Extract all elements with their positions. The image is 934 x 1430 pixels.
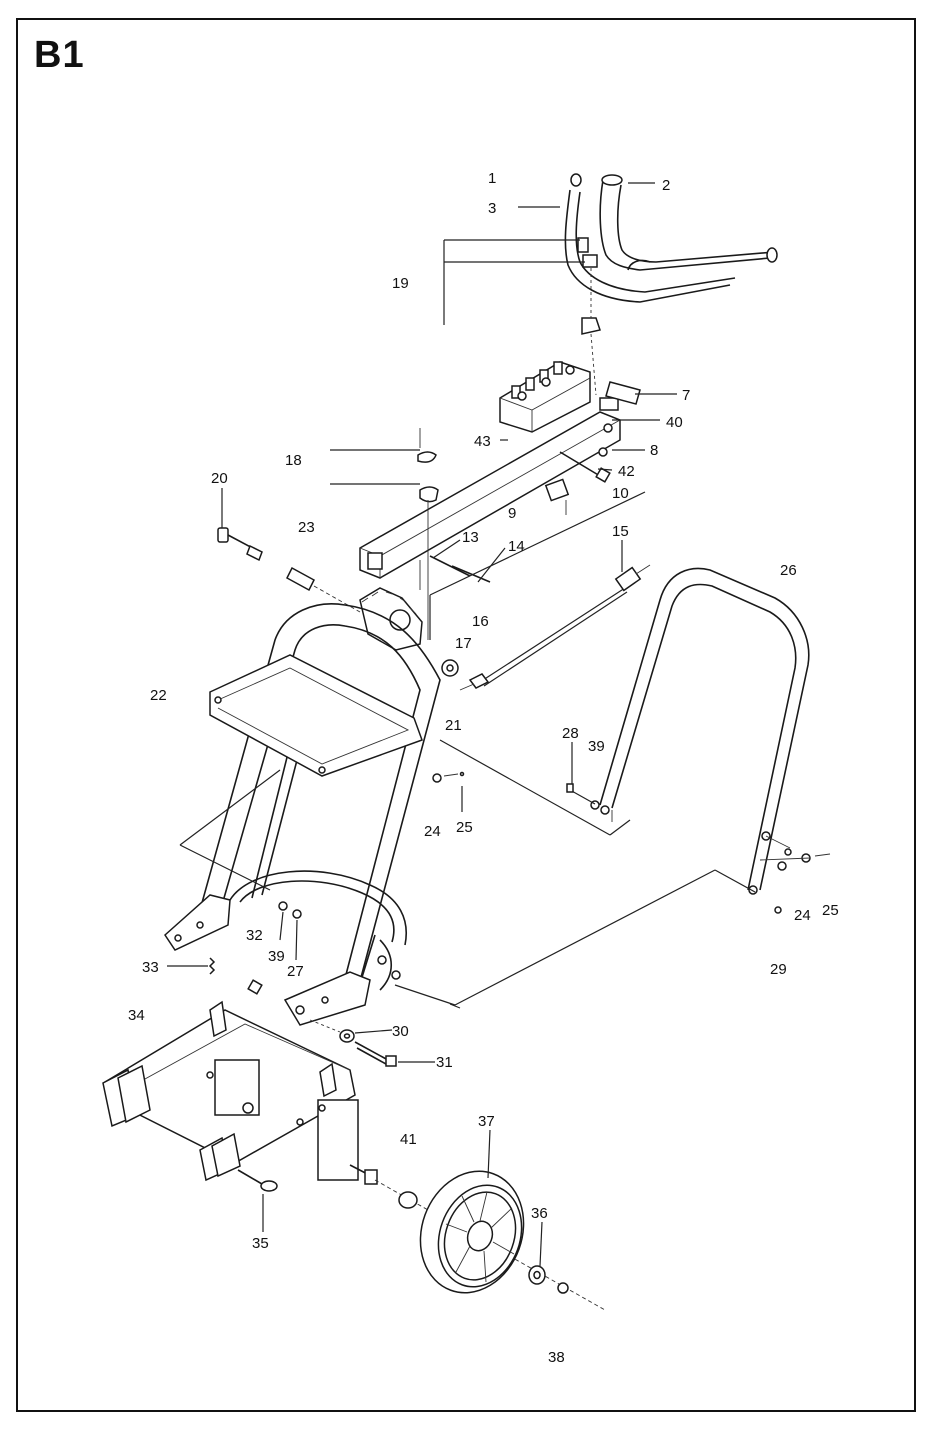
label-2: 2 (662, 177, 670, 194)
label-39-bottom: 39 (268, 948, 285, 965)
page-title: B1 (34, 34, 85, 76)
label-7: 7 (682, 387, 690, 404)
label-9: 9 (508, 505, 516, 522)
label-24-left: 24 (424, 823, 441, 840)
label-17: 17 (455, 635, 472, 652)
label-32: 32 (246, 927, 263, 944)
label-18: 18 (285, 452, 302, 469)
washer-36 (528, 1265, 569, 1294)
label-20: 20 (211, 470, 228, 487)
label-28: 28 (562, 725, 579, 742)
label-43: 43 (474, 433, 491, 450)
callout-labels: 1 2 3 19 7 40 43 8 18 42 20 10 9 23 13 1… (128, 170, 839, 1366)
label-13: 13 (462, 529, 479, 546)
label-36: 36 (531, 1205, 548, 1222)
label-16: 16 (472, 613, 489, 630)
label-3: 3 (488, 200, 496, 217)
bolt-20 (217, 527, 361, 613)
clip-parts (330, 428, 439, 640)
label-15: 15 (612, 523, 629, 540)
nut-21 (441, 659, 459, 677)
washers-24-25 (432, 771, 465, 783)
projection-lines (179, 491, 756, 1009)
label-14: 14 (508, 538, 525, 555)
diagram-frame (16, 18, 916, 1412)
label-37: 37 (478, 1113, 495, 1130)
axle-frame (102, 1000, 378, 1185)
label-27: 27 (287, 963, 304, 980)
label-41: 41 (400, 1131, 417, 1148)
label-39-top: 39 (588, 738, 605, 755)
label-24-right: 24 (794, 907, 811, 924)
label-40: 40 (666, 414, 683, 431)
leader-lines (167, 182, 677, 1267)
handle-clamp (577, 237, 601, 396)
wheel-37 (374, 1170, 606, 1311)
small-fasteners (208, 901, 302, 995)
label-38: 38 (548, 1349, 565, 1366)
label-8: 8 (650, 442, 658, 459)
label-21: 21 (445, 717, 462, 734)
lever-parts (419, 451, 611, 590)
label-23: 23 (298, 519, 315, 536)
label-29: 29 (770, 961, 787, 978)
rear-handle-frame (569, 567, 831, 914)
main-beam (359, 381, 641, 579)
label-33: 33 (142, 959, 159, 976)
leader-19 (443, 239, 585, 325)
label-42: 42 (618, 463, 635, 480)
washer-bolt (309, 1019, 397, 1067)
gear-plates (359, 587, 423, 651)
eye-bolt-35 (237, 1169, 278, 1192)
label-30: 30 (392, 1023, 409, 1040)
label-22: 22 (150, 687, 167, 704)
label-35: 35 (252, 1235, 269, 1252)
cable-15 (459, 564, 651, 691)
label-25-right: 25 (822, 902, 839, 919)
label-1: 1 (488, 170, 496, 187)
label-31: 31 (436, 1054, 453, 1071)
control-block (499, 361, 591, 433)
label-26: 26 (780, 562, 797, 579)
handlebar-assembly (564, 173, 778, 303)
base-ring (229, 870, 407, 991)
bolt-28 (566, 783, 574, 793)
label-34: 34 (128, 1007, 145, 1024)
label-25-left: 25 (456, 819, 473, 836)
label-19: 19 (392, 275, 409, 292)
main-frame (164, 603, 441, 1026)
label-10: 10 (612, 485, 629, 502)
